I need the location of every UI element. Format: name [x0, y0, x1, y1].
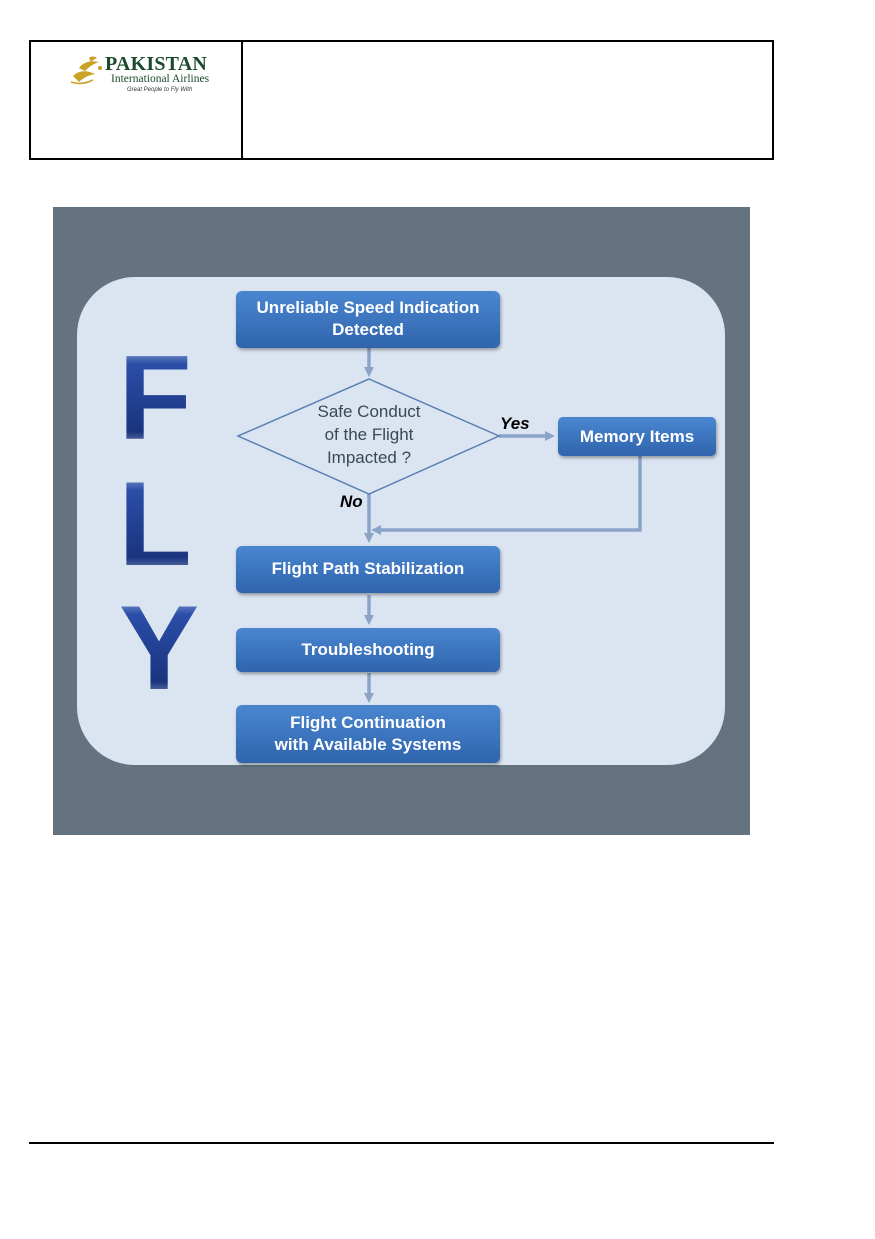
continuation-box — [236, 705, 500, 763]
header-logo-cell: PAKISTAN International Airlines Great Pe… — [31, 42, 243, 158]
continuation-line-1: Flight Continuation — [290, 713, 446, 732]
fly-letter-y: Y — [119, 581, 199, 715]
troubleshooting-box — [236, 628, 500, 672]
logo-tagline: Great People to Fly With — [127, 87, 193, 93]
stabilization-node: Flight Path Stabilization — [236, 546, 500, 593]
no-branch-label: No — [340, 492, 363, 511]
logo-airline-name: PAKISTAN — [105, 53, 207, 75]
start-node-box — [236, 291, 500, 348]
flowchart-figure: F L Y Unreliable Speed Indication Detect… — [53, 207, 750, 835]
memory-items-node: Memory Items — [558, 417, 716, 456]
troubleshooting-label: Troubleshooting — [301, 640, 434, 659]
document-header: PAKISTAN International Airlines Great Pe… — [29, 40, 774, 160]
arrow-memory-return — [371, 456, 642, 535]
pia-logo: PAKISTAN International Airlines Great Pe… — [69, 50, 219, 100]
stabilization-box — [236, 546, 500, 593]
stabilization-label: Flight Path Stabilization — [272, 559, 465, 578]
fly-letter-l: L — [118, 457, 191, 591]
decision-node: Safe Conduct of the Flight Impacted ? — [236, 378, 501, 495]
memory-items-label: Memory Items — [580, 427, 694, 446]
troubleshooting-node: Troubleshooting — [236, 628, 500, 672]
yes-branch-label: Yes — [500, 414, 530, 433]
continuation-line-2: with Available Systems — [274, 735, 462, 754]
footer-divider — [29, 1142, 774, 1144]
flowchart-svg: F L Y Unreliable Speed Indication Detect… — [77, 277, 725, 765]
start-node-line-2: Detected — [332, 320, 404, 339]
memory-items-box — [558, 417, 716, 456]
decision-line-2: of the Flight — [325, 425, 414, 444]
continuation-node: Flight Continuation with Available Syste… — [236, 705, 500, 763]
decision-line-1: Safe Conduct — [317, 402, 420, 421]
header-title-cell — [243, 42, 772, 158]
bird-logo-icon — [70, 56, 102, 85]
fly-letter-f: F — [118, 331, 191, 465]
decision-diamond — [236, 378, 501, 495]
start-node-line-1: Unreliable Speed Indication — [257, 298, 480, 317]
start-node: Unreliable Speed Indication Detected — [236, 291, 500, 348]
decision-line-3: Impacted ? — [327, 448, 411, 467]
flow-connectors — [364, 348, 642, 703]
logo-airline-subtitle: International Airlines — [111, 73, 210, 85]
